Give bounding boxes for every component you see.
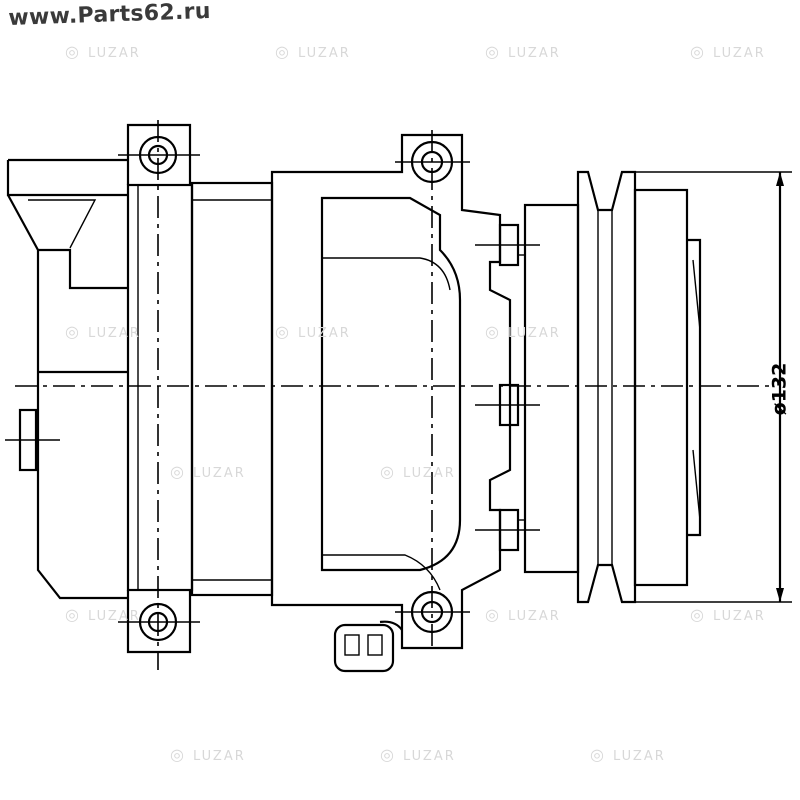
brand-watermark: LUZAR: [275, 42, 351, 61]
front-hub: [633, 188, 702, 587]
brand-watermark: LUZAR: [690, 42, 766, 61]
brand-watermark: LUZAR: [65, 42, 141, 61]
diameter-dimension: [635, 171, 792, 603]
brand-watermark: LUZAR: [380, 462, 456, 481]
brand-watermark: LUZAR: [590, 745, 666, 764]
brand-watermark: LUZAR: [485, 605, 561, 624]
brand-watermark: LUZAR: [380, 745, 456, 764]
clutch-plate: [518, 203, 580, 574]
flange-plate: [126, 123, 194, 654]
brand-watermark: LUZAR: [485, 322, 561, 341]
brand-watermark: LUZAR: [275, 322, 351, 341]
brand-watermark: LUZAR: [690, 605, 766, 624]
brand-watermark: LUZAR: [485, 42, 561, 61]
brand-watermark: LUZAR: [65, 605, 141, 624]
center-lines: [5, 120, 775, 670]
rear-housing: [6, 158, 128, 600]
brand-watermark: LUZAR: [65, 322, 141, 341]
diameter-label: ø132: [768, 362, 791, 416]
cylinder-body: [190, 181, 274, 597]
brand-watermark: LUZAR: [170, 462, 246, 481]
electrical-connector: [333, 620, 403, 673]
pulley: [576, 170, 637, 604]
main-housing: [270, 133, 520, 650]
brand-watermark: LUZAR: [170, 745, 246, 764]
